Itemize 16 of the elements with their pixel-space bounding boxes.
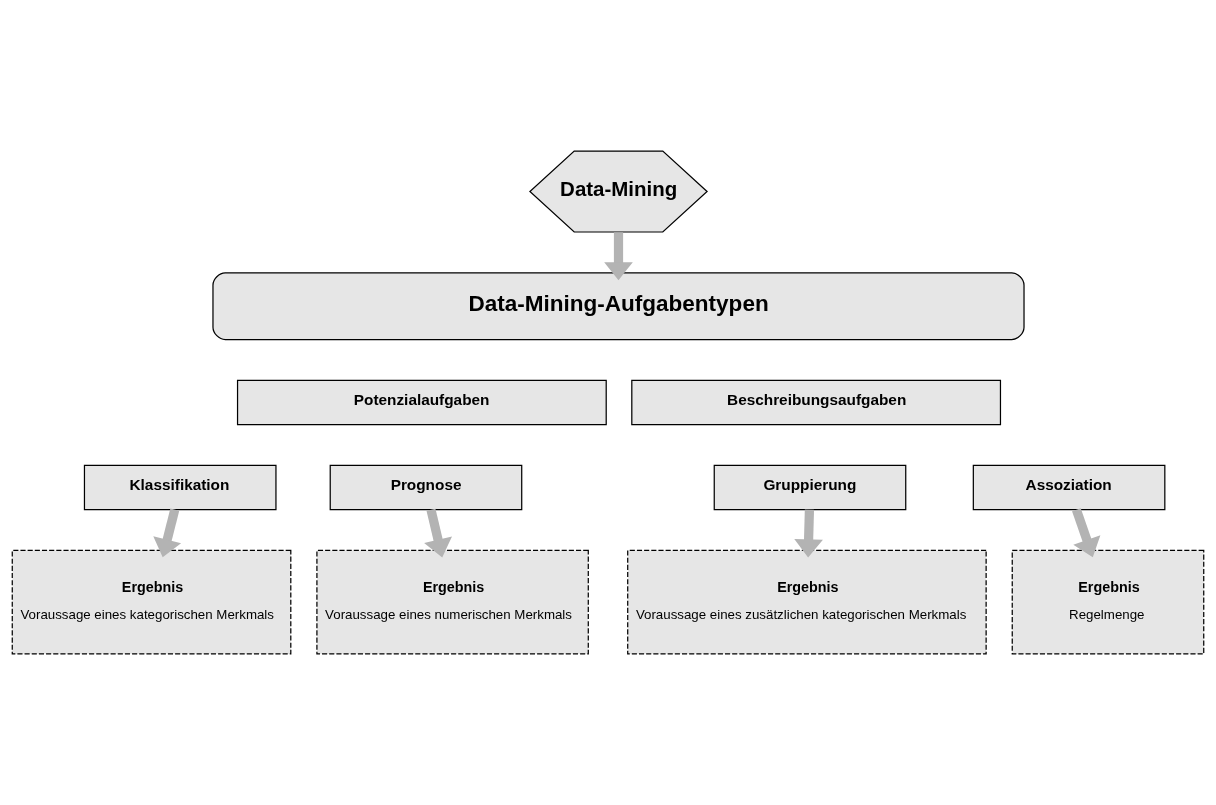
arrow bbox=[794, 509, 823, 558]
node-box: Ergebnis Voraussage eines kategorischen Merkmals bbox=[11, 549, 292, 655]
node-box: Prognose bbox=[329, 464, 523, 511]
node-box: Potenzialaufgaben bbox=[236, 379, 607, 426]
arrow bbox=[604, 232, 633, 281]
node-box: Data-Mining-Aufgabentypen bbox=[212, 272, 1025, 341]
node-box: Ergebnis Voraussage eines zusätzlichen kategorischen Merkmals bbox=[627, 549, 987, 655]
node-box: Beschreibungsaufgaben bbox=[631, 379, 1002, 426]
node-box: Assoziation bbox=[972, 464, 1166, 511]
arrow bbox=[424, 508, 452, 558]
node-box: Ergebnis Regelmenge bbox=[1011, 549, 1205, 655]
node-box: Ergebnis Voraussage eines numerischen Merkmals bbox=[316, 549, 589, 655]
node-box: Gruppierung bbox=[713, 464, 907, 511]
arrow bbox=[1072, 508, 1101, 558]
arrow bbox=[153, 508, 182, 558]
node-box: Klassifikation bbox=[83, 464, 277, 511]
